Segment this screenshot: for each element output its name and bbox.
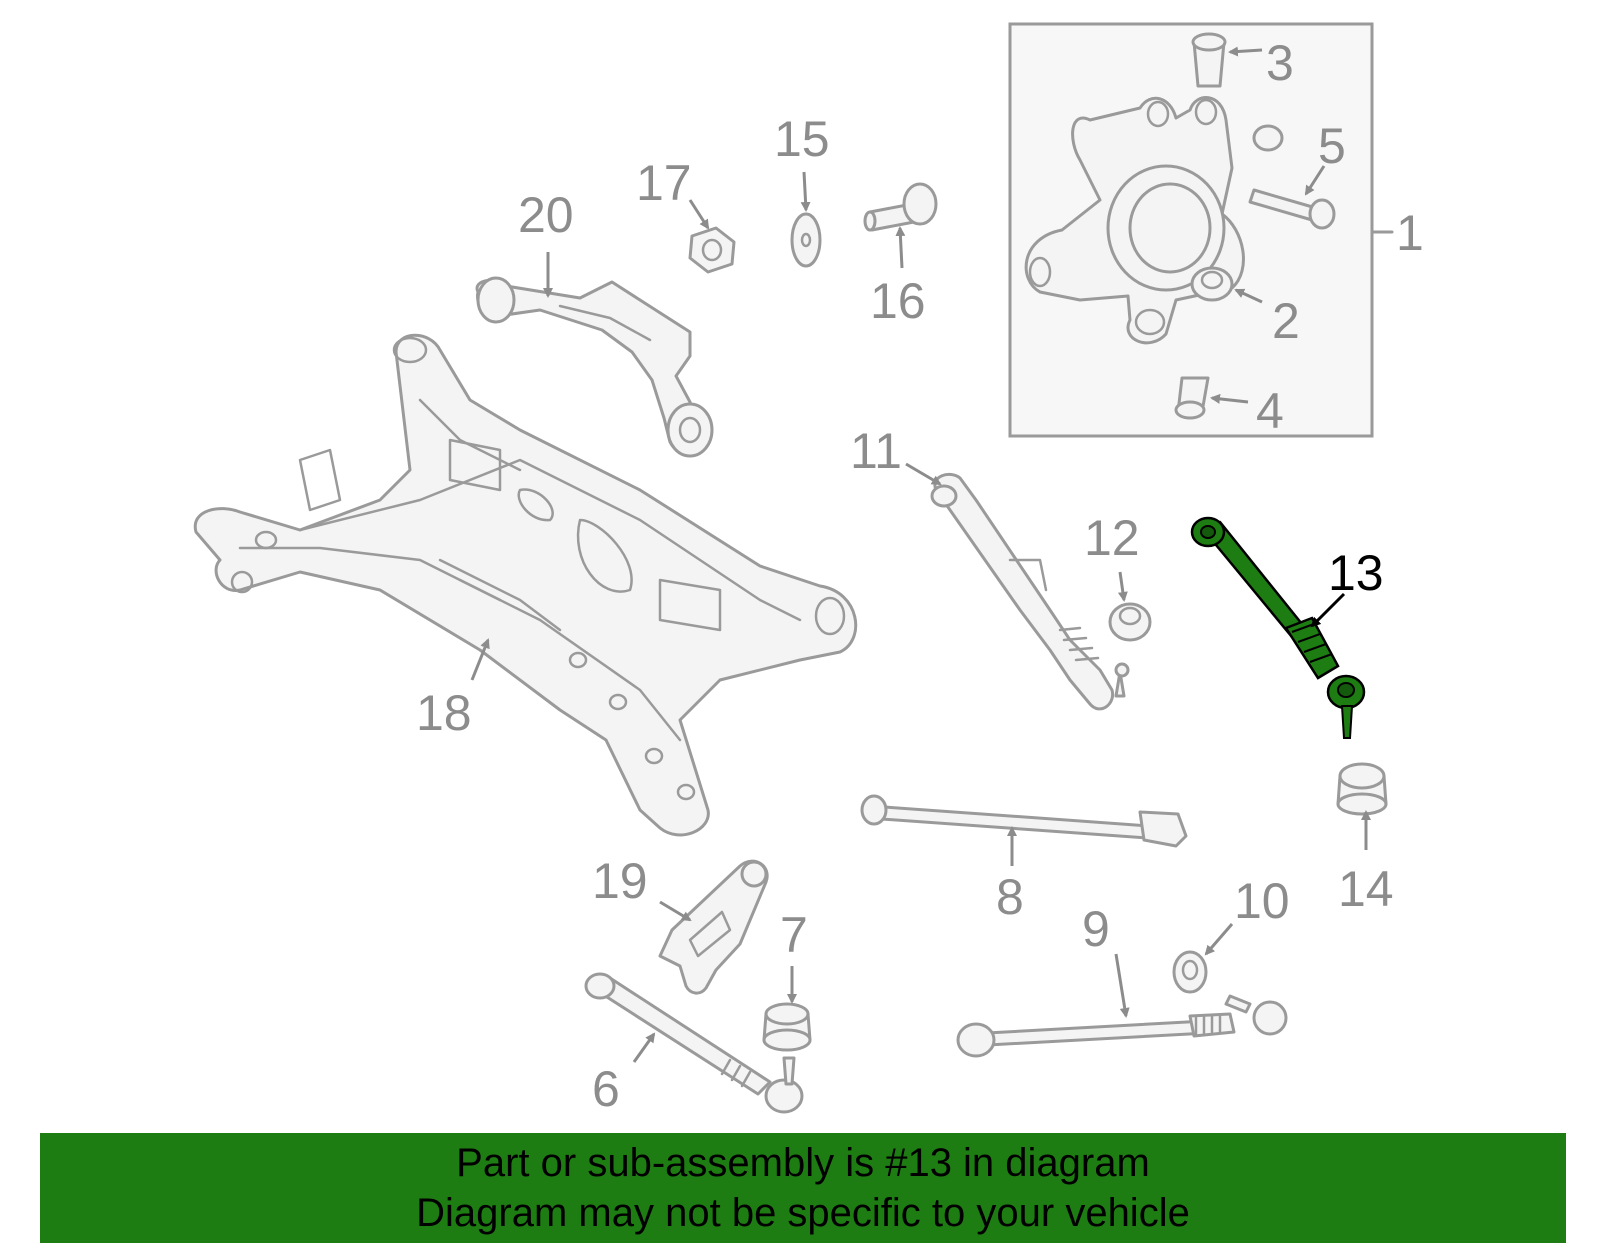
part-14-bushing[interactable] [1336,762,1388,816]
leader-lines [470,46,1371,1063]
part-4-bushing[interactable] [1174,376,1210,420]
part-5-bolt[interactable] [1248,124,1336,230]
part-12-bushing[interactable] [1108,602,1152,642]
part-6-rod[interactable] [584,972,804,1114]
callout-15[interactable]: 15 [774,111,830,167]
callout-13-highlighted[interactable]: 13 [1328,545,1384,601]
callout-20[interactable]: 20 [518,187,574,243]
part-10-bushing[interactable] [1172,950,1208,994]
callout-5[interactable]: 5 [1318,118,1346,174]
part-13-lateral-link-highlighted[interactable] [1190,516,1366,739]
callout-19[interactable]: 19 [592,853,648,909]
part-17-nut[interactable] [688,226,736,274]
banner-line-1: Part or sub-assembly is #13 in diagram [456,1141,1150,1185]
callout-14[interactable]: 14 [1338,861,1394,917]
parts-diagram: 1 2 3 4 5 6 7 8 9 10 11 12 13 14 15 16 1… [193,22,1424,1117]
part-19-bracket[interactable] [658,859,769,995]
callout-12[interactable]: 12 [1084,510,1140,566]
part-18-subframe[interactable] [193,333,858,837]
callout-7[interactable]: 7 [780,907,808,963]
part-11-arm[interactable] [930,473,1130,711]
part-9-rod[interactable] [956,994,1288,1058]
callout-17[interactable]: 17 [636,155,692,211]
callout-9[interactable]: 9 [1082,901,1110,957]
callout-16[interactable]: 16 [870,273,926,329]
callout-10[interactable]: 10 [1234,873,1290,929]
callout-4[interactable]: 4 [1256,383,1284,439]
callout-3[interactable]: 3 [1266,35,1294,91]
part-7-bushing[interactable] [762,1002,812,1052]
part-16-bolt[interactable] [863,182,938,232]
part-2-bushing[interactable] [1190,266,1234,302]
callout-2[interactable]: 2 [1272,293,1300,349]
callout-18[interactable]: 18 [416,685,472,741]
callout-6[interactable]: 6 [592,1061,620,1117]
callout-8[interactable]: 8 [996,869,1024,925]
callout-1[interactable]: 1 [1396,205,1424,261]
part-15-washer[interactable] [790,212,822,268]
callout-11[interactable]: 11 [850,423,902,479]
banner-line-2: Diagram may not be specific to your vehi… [416,1191,1190,1235]
part-3-bushing[interactable] [1191,32,1227,88]
info-banner: Part or sub-assembly is #13 in diagram D… [40,1133,1566,1243]
part-20-bracket[interactable] [475,276,714,458]
part-8-rod[interactable] [860,794,1188,848]
knuckle-part[interactable] [1024,96,1245,345]
